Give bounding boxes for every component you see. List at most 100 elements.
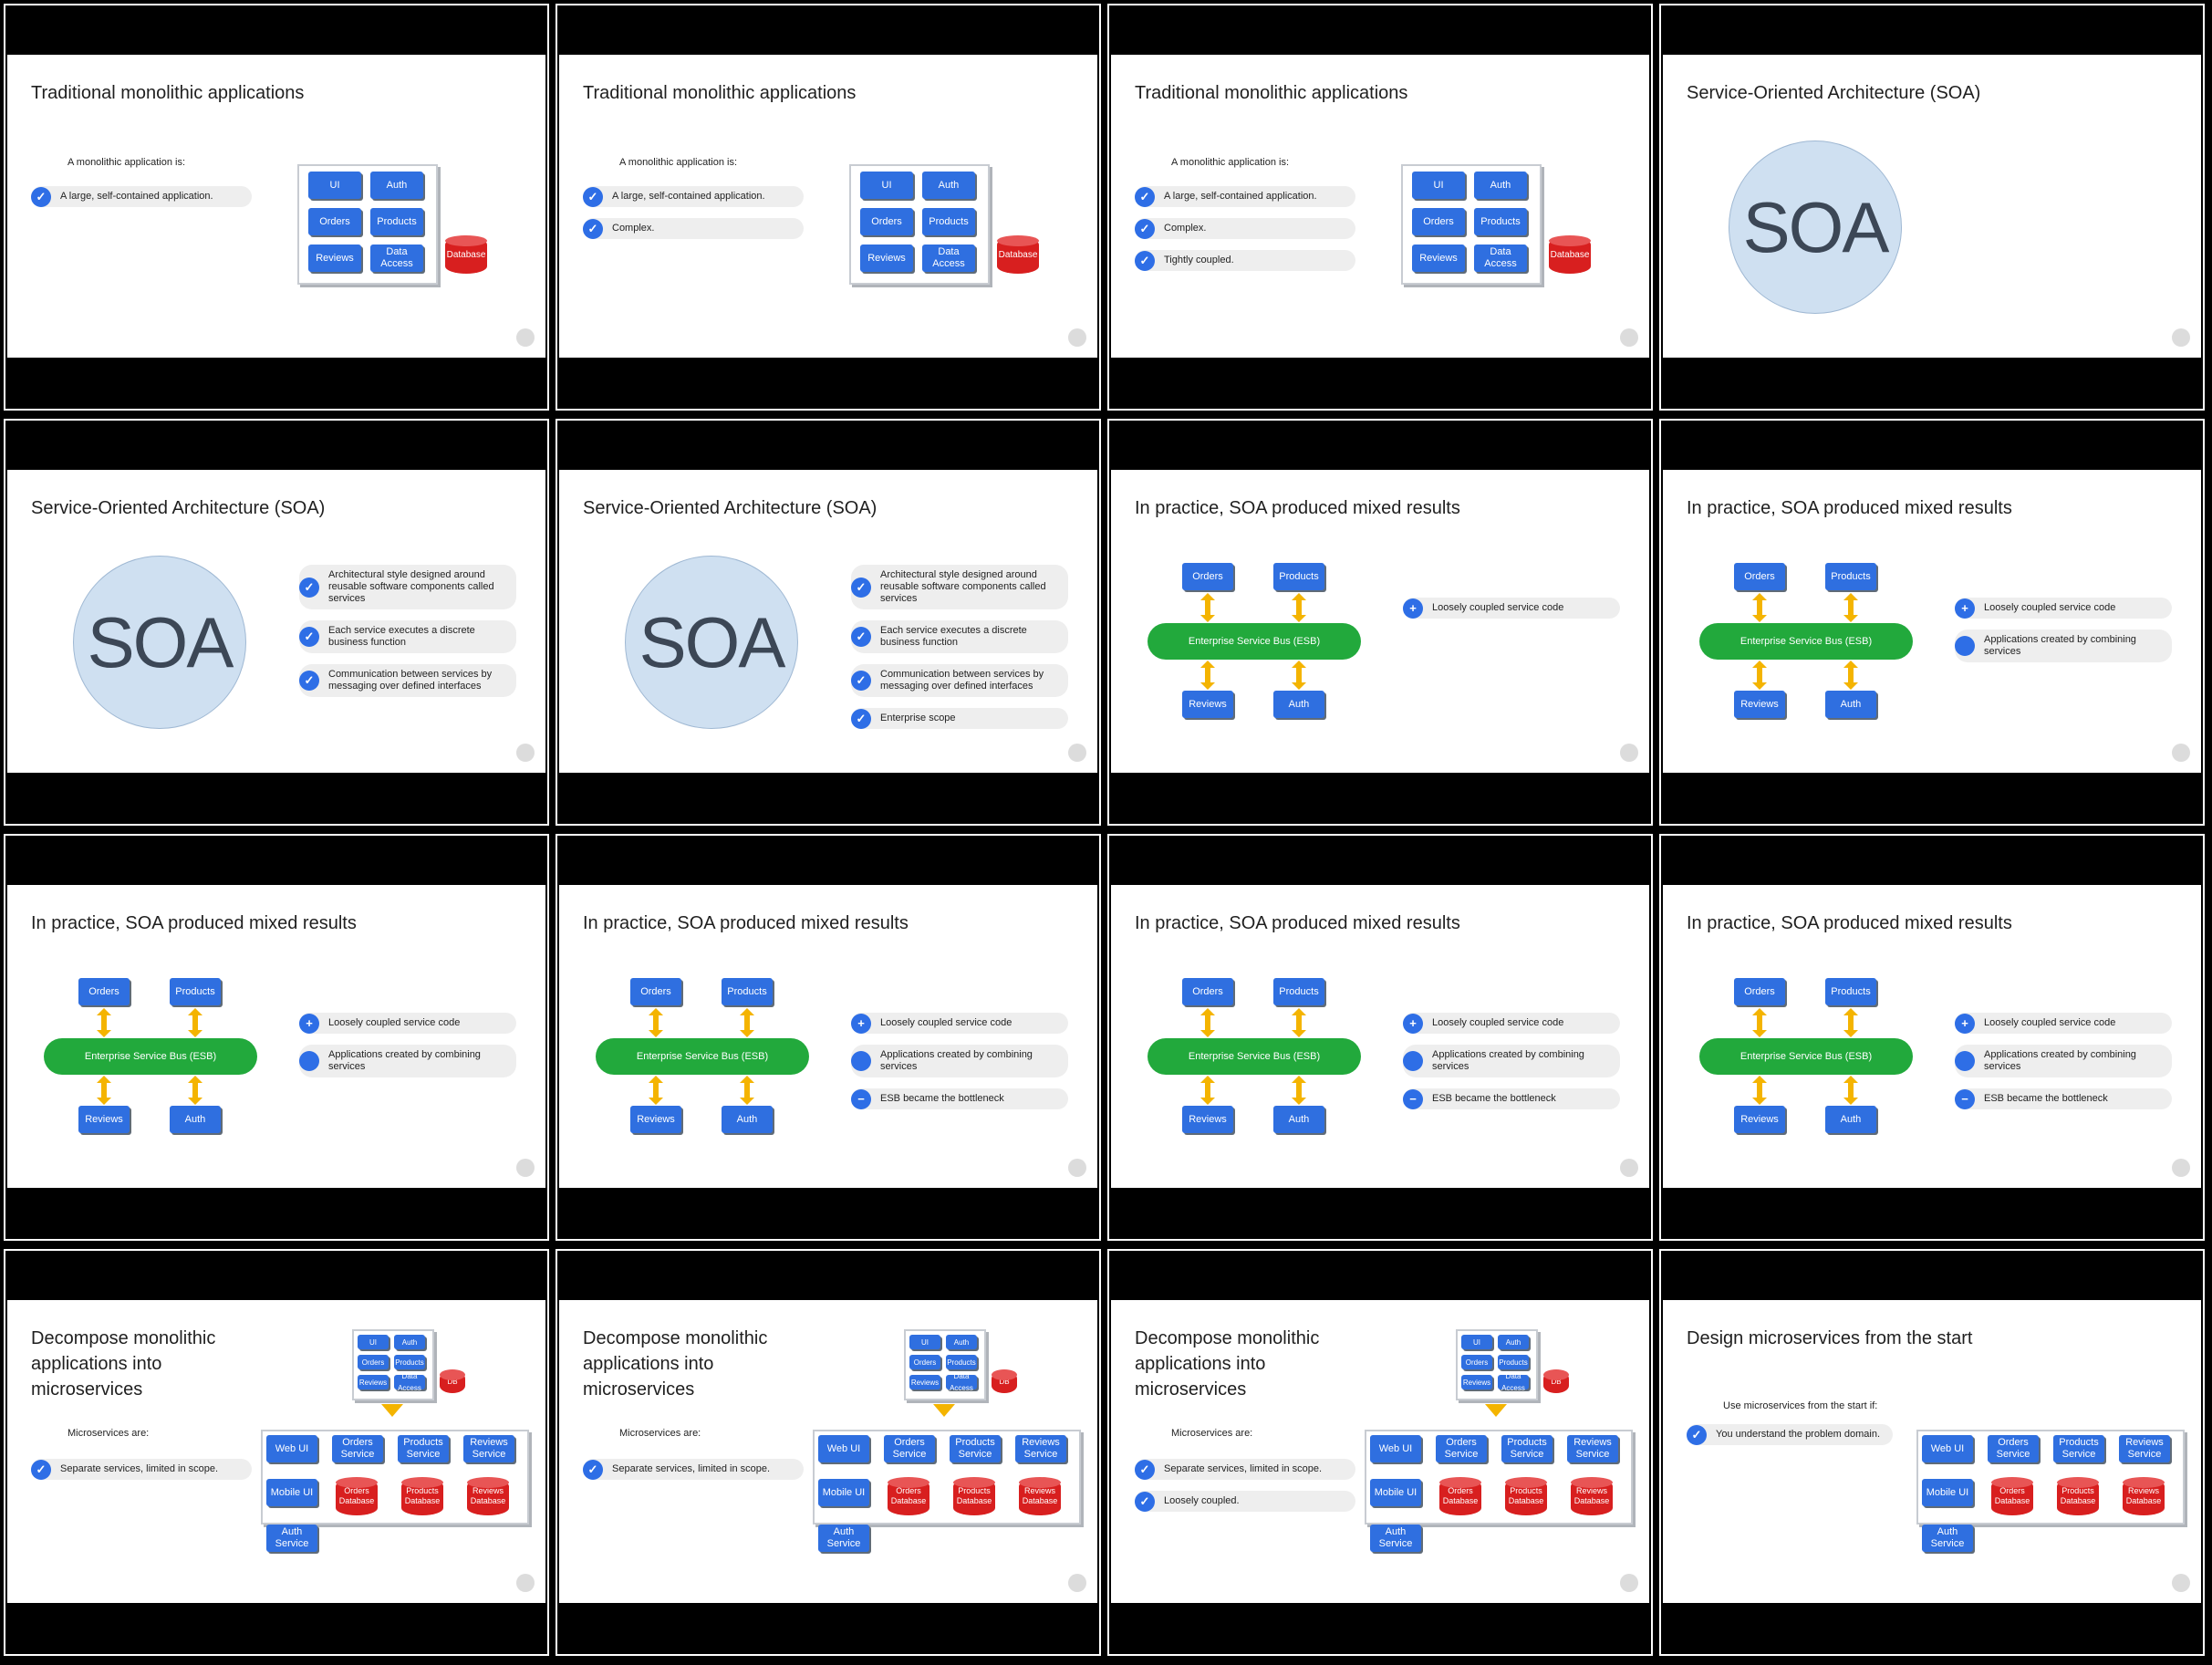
intro-text: A monolithic application is:: [1171, 157, 1290, 168]
minus-icon: −: [851, 1088, 871, 1109]
data-access-box: Data Access: [1498, 1372, 1529, 1392]
reviews-database-icon: Reviews Database: [1019, 1477, 1061, 1515]
ui-box: UI: [358, 1335, 389, 1349]
bullet-item: ✓Complex.: [583, 218, 804, 239]
slide-canvas: Traditional monolithic applications A mo…: [559, 55, 1097, 358]
orders-box: Orders: [909, 1355, 940, 1369]
slide-canvas: In practice, SOA produced mixed results …: [1663, 885, 2201, 1188]
arrow-icon: [740, 1008, 754, 1037]
data-access-box: Data Access: [922, 245, 975, 272]
database-icon: Database: [1549, 235, 1591, 274]
check-icon: ✓: [1135, 250, 1155, 271]
slide-canvas: In practice, SOA produced mixed results …: [1663, 470, 2201, 773]
bullet-item: ✓Separate services, limited in scope.: [1135, 1459, 1355, 1480]
logo-icon: [1068, 744, 1086, 762]
esb-bar: Enterprise Service Bus (ESB): [44, 1038, 257, 1075]
auth-service: Auth Service: [1922, 1525, 1973, 1552]
bullet-item: +Loosely coupled service code: [851, 1013, 1068, 1034]
orders-database-icon: Orders Database: [336, 1477, 378, 1515]
chevron-down-icon: [381, 1404, 403, 1417]
chevron-down-icon: [933, 1404, 955, 1417]
slide-thumb-9[interactable]: In practice, SOA produced mixed results …: [4, 834, 549, 1241]
reviews-node: Reviews: [1182, 691, 1233, 718]
products-node: Products: [722, 978, 773, 1005]
web-ui-service: Web UI: [1370, 1435, 1421, 1462]
esb-bar: Enterprise Service Bus (ESB): [596, 1038, 809, 1075]
bullet-item: −ESB became the bottleneck: [851, 1088, 1068, 1109]
auth-service: Auth Service: [266, 1525, 317, 1552]
arrow-icon: [649, 1008, 663, 1037]
orders-service: Orders Service: [1988, 1435, 2039, 1462]
check-icon: ✓: [1135, 1459, 1155, 1480]
bullet-item: ✓Communication between services by messa…: [851, 664, 1068, 697]
slide-thumb-5[interactable]: Service-Oriented Architecture (SOA) SOA …: [4, 419, 549, 826]
bullet-item: ✓Separate services, limited in scope.: [583, 1459, 804, 1480]
logo-icon: [516, 1574, 535, 1592]
soa-circle: SOA: [1729, 140, 1902, 314]
intro-text: A monolithic application is:: [68, 157, 186, 168]
auth-service: Auth Service: [1370, 1525, 1421, 1552]
slide-thumb-3[interactable]: Traditional monolithic applications A mo…: [1107, 4, 1653, 411]
reviews-box: Reviews: [909, 1375, 940, 1389]
reviews-service: Reviews Service: [463, 1435, 514, 1462]
slide-canvas: Service-Oriented Architecture (SOA) SOA …: [7, 470, 545, 773]
ui-box: UI: [1461, 1335, 1492, 1349]
slide-title: Design microservices from the start: [1687, 1328, 1973, 1348]
slide-thumb-6[interactable]: Service-Oriented Architecture (SOA) SOA …: [556, 419, 1101, 826]
plus-icon: +: [1955, 598, 1975, 619]
minus-icon: −: [1955, 1088, 1975, 1109]
slide-thumb-7[interactable]: In practice, SOA produced mixed results …: [1107, 419, 1653, 826]
soa-circle: SOA: [73, 556, 246, 729]
slide-thumb-10[interactable]: In practice, SOA produced mixed results …: [556, 834, 1101, 1241]
products-service: Products Service: [950, 1435, 1001, 1462]
slide-thumb-12[interactable]: In practice, SOA produced mixed results …: [1659, 834, 2205, 1241]
bullet-item: −ESB became the bottleneck: [1955, 1088, 2172, 1109]
products-service: Products Service: [1501, 1435, 1553, 1462]
ui-box: UI: [909, 1335, 940, 1349]
esb-bar: Enterprise Service Bus (ESB): [1699, 1038, 1913, 1075]
auth-node: Auth: [170, 1106, 221, 1133]
plus-icon: +: [299, 1013, 319, 1034]
reviews-box: Reviews: [860, 245, 913, 272]
bullet-item: +Loosely coupled service code: [1955, 1013, 2172, 1034]
slide-title: Service-Oriented Architecture (SOA): [31, 498, 326, 518]
bullet-item: +Loosely coupled service code: [299, 1013, 516, 1034]
bullet-item: Applications created by combining servic…: [1955, 630, 2172, 662]
reviews-box: Reviews: [1461, 1375, 1492, 1389]
check-icon: ✓: [299, 627, 319, 647]
slide-thumb-8[interactable]: In practice, SOA produced mixed results …: [1659, 419, 2205, 826]
arrow-icon: [97, 1076, 111, 1105]
check-icon: ✓: [1135, 186, 1155, 207]
reviews-box: Reviews: [1412, 245, 1465, 272]
logo-icon: [2172, 1159, 2190, 1177]
check-icon: ✓: [851, 627, 871, 647]
slide-thumb-4[interactable]: Service-Oriented Architecture (SOA) SOA: [1659, 4, 2205, 411]
products-database-icon: Products Database: [1505, 1477, 1547, 1515]
slide-thumb-13[interactable]: Decompose monolithic applications into m…: [4, 1249, 549, 1656]
orders-node: Orders: [630, 978, 681, 1005]
slide-thumb-16[interactable]: Design microservices from the start Use …: [1659, 1249, 2205, 1656]
bullet-list: ✓Architectural style designed around reu…: [851, 565, 1068, 740]
slide-thumb-15[interactable]: Decompose monolithic applications into m…: [1107, 1249, 1653, 1656]
slide-title: Decompose monolithic applications into m…: [31, 1328, 216, 1400]
slide-thumb-11[interactable]: In practice, SOA produced mixed results …: [1107, 834, 1653, 1241]
slide-title: In practice, SOA produced mixed results: [1135, 498, 1460, 518]
bullet-item: Applications created by combining servic…: [1403, 1045, 1620, 1077]
slide-thumb-2[interactable]: Traditional monolithic applications A mo…: [556, 4, 1101, 411]
reviews-database-icon: Reviews Database: [1571, 1477, 1613, 1515]
slide-title: Traditional monolithic applications: [583, 83, 857, 103]
slide-thumb-14[interactable]: Decompose monolithic applications into m…: [556, 1249, 1101, 1656]
auth-node: Auth: [1825, 691, 1876, 718]
slide-canvas: In practice, SOA produced mixed results …: [7, 885, 545, 1188]
reviews-box: Reviews: [308, 245, 361, 272]
orders-box: Orders: [1461, 1355, 1492, 1369]
products-database-icon: Products Database: [953, 1477, 995, 1515]
bullet-item: ✓Architectural style designed around reu…: [851, 565, 1068, 609]
slide-thumb-1[interactable]: Traditional monolithic applications A mo…: [4, 4, 549, 411]
slide-canvas: Decompose monolithic applications into m…: [559, 1300, 1097, 1603]
data-access-box: Data Access: [946, 1372, 977, 1392]
minus-icon: −: [1403, 1088, 1423, 1109]
arrow-icon: [1200, 593, 1215, 622]
mobile-ui-service: Mobile UI: [1370, 1479, 1421, 1506]
bullet-list: ✓Architectural style designed around reu…: [299, 565, 516, 708]
